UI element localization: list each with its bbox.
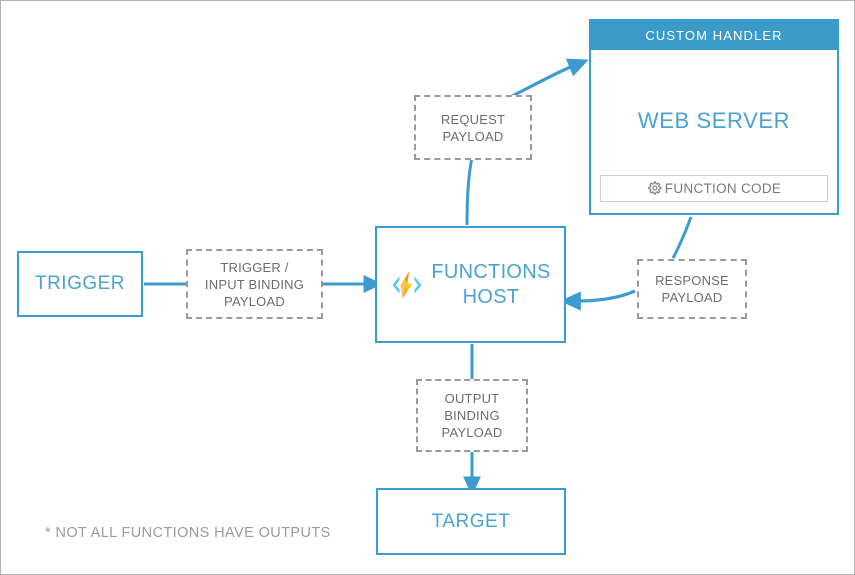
trigger-label: TRIGGER (34, 273, 126, 294)
output-payload-line-3: PAYLOAD (441, 425, 503, 440)
target-box[interactable]: TARGET (376, 488, 566, 555)
connector-host-to-web-server (465, 152, 475, 226)
function-code-button[interactable]: FUNCTION CODE (600, 175, 828, 202)
trigger-box[interactable]: TRIGGER (17, 251, 143, 317)
azure-functions-logo-icon (390, 268, 424, 302)
web-server-label: WEB SERVER (637, 107, 791, 133)
trigger-payload-line-1: TRIGGER / (220, 259, 289, 275)
connector-host-to-web-server-upper (509, 58, 589, 99)
function-code-label: FUNCTION CODE (664, 181, 782, 196)
output-payload-line-1: OUTPUT (444, 391, 500, 406)
connector-web-server-to-host-upper (671, 216, 693, 259)
response-payload-line-1: RESPONSE (655, 273, 729, 288)
response-payload-line-2: PAYLOAD (661, 290, 723, 305)
functions-host-label-group: FUNCTIONS HOST (431, 260, 550, 310)
gear-icon (647, 181, 662, 196)
response-payload-box: RESPONSE PAYLOAD (637, 259, 747, 319)
functions-host-box[interactable]: FUNCTIONS HOST (375, 226, 566, 343)
trigger-input-binding-payload-box: TRIGGER / INPUT BINDING PAYLOAD (186, 249, 323, 319)
trigger-payload-line-3: PAYLOAD (224, 293, 285, 309)
request-payload-line-1: REQUEST (440, 111, 506, 127)
custom-handler-header: CUSTOM HANDLER (591, 21, 837, 50)
connector-web-server-to-host-lower (560, 289, 636, 311)
output-payload-line-2: BINDING (444, 408, 500, 423)
trigger-payload-line-2: INPUT BINDING (204, 276, 305, 292)
footnote-text: * NOT ALL FUNCTIONS HAVE OUTPUTS (45, 525, 331, 541)
custom-handler-body: WEB SERVER FUNCTION CODE (591, 50, 837, 213)
target-label: TARGET (431, 510, 511, 532)
functions-host-line-2: HOST (462, 285, 520, 308)
request-payload-box: REQUEST PAYLOAD (414, 95, 532, 160)
output-binding-payload-box: OUTPUT BINDING PAYLOAD (416, 379, 528, 452)
custom-handler-box[interactable]: CUSTOM HANDLER WEB SERVER FUNCTION CODE (589, 19, 839, 215)
request-payload-line-2: PAYLOAD (442, 128, 504, 144)
functions-host-line-1: FUNCTIONS (431, 260, 551, 283)
